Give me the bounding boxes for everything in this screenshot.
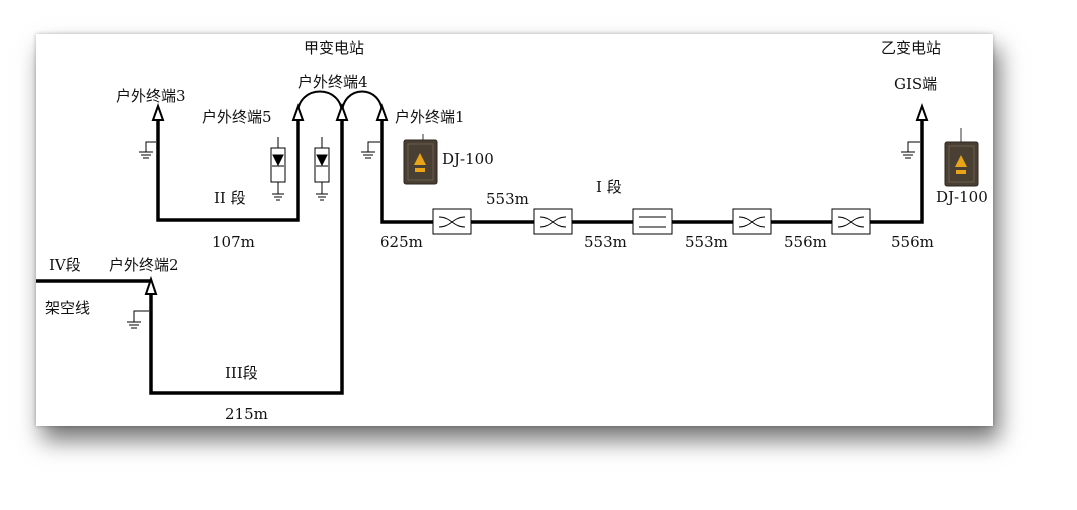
section-4-label: IV段 — [49, 256, 81, 274]
length-segment-3: 553m — [584, 233, 627, 251]
monitor-left-label: DJ-100 — [442, 150, 494, 168]
terminal-2-arrow — [144, 275, 158, 295]
monitor-device-right-icon — [944, 128, 979, 187]
length-segment-1: 625m — [380, 233, 423, 251]
terminal-2-label: 户外终端2 — [109, 256, 179, 274]
section-3-cable — [149, 114, 344, 395]
bridge-arc-left — [297, 90, 343, 115]
terminal-3-arrow — [151, 103, 165, 121]
overhead-line-label: 架空线 — [45, 299, 90, 317]
surge-arrester-icon — [314, 137, 330, 201]
section-3-label: III段 — [225, 364, 258, 382]
surge-arresters — [270, 137, 330, 201]
gis-end-label: GIS端 — [894, 75, 937, 93]
length-segment-5: 556m — [784, 233, 827, 251]
cross-bonding-box-icon — [533, 208, 573, 235]
terminal-5-label: 户外终端5 — [202, 108, 272, 126]
ground-icon — [127, 310, 149, 329]
terminal-5-arrow — [291, 103, 305, 121]
cross-bonding-box-icon — [432, 208, 472, 235]
joint-boxes — [432, 208, 871, 235]
monitor-right-label: DJ-100 — [936, 188, 988, 206]
cross-bonding-box-icon — [831, 208, 871, 235]
terminal-1-arrow — [375, 103, 389, 121]
section-2-cable — [156, 114, 300, 222]
station-a-label: 甲变电站 — [304, 39, 364, 57]
terminal-4-arrow — [335, 103, 349, 121]
section-1-cable — [380, 114, 924, 224]
ground-icon — [361, 141, 380, 159]
diagram-panel: 甲变电站 乙变电站 GIS端 户外终端4 户外终端3 户外终端5 户外终端1 户… — [36, 34, 993, 426]
bridge-arc-right — [341, 90, 383, 115]
cable-topology-diagram: 甲变电站 乙变电站 GIS端 户外终端4 户外终端3 户外终端5 户外终端1 户… — [36, 39, 988, 423]
labels: 甲变电站 乙变电站 GIS端 户外终端4 户外终端3 户外终端5 户外终端1 户… — [45, 39, 988, 423]
gis-end-arrow — [915, 103, 929, 121]
surge-arrester-icon — [270, 137, 286, 201]
section-1-label: I 段 — [596, 178, 622, 196]
terminal-4-label: 户外终端4 — [298, 73, 368, 91]
monitor-device-left-icon — [403, 134, 438, 185]
ground-icon — [139, 141, 156, 159]
cross-bonding-box-icon — [732, 208, 772, 235]
length-segment-4: 553m — [685, 233, 728, 251]
terminal-1-label: 户外终端1 — [395, 108, 465, 126]
ground-icon — [901, 141, 920, 159]
length-section-2: 107m — [212, 233, 255, 251]
length-segment-2: 553m — [486, 190, 529, 208]
section-2-label: II 段 — [214, 189, 246, 207]
ground-symbols — [127, 141, 920, 329]
terminal-arrows — [144, 103, 929, 295]
terminal-4-bridge — [297, 90, 383, 115]
direct-ground-box-icon — [632, 208, 673, 235]
terminal-3-label: 户外终端3 — [116, 87, 186, 105]
length-section-3: 215m — [225, 405, 268, 423]
station-b-label: 乙变电站 — [881, 39, 941, 57]
length-segment-6: 556m — [891, 233, 934, 251]
